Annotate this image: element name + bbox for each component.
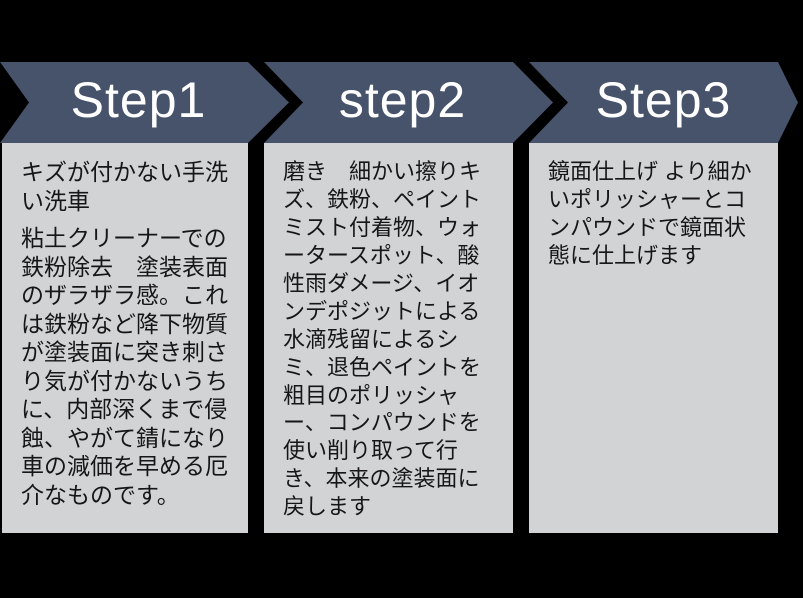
step-1-paragraph: 粘土クリーナーでの鉄粉除去 塗装表面のザラザラ感。これは鉄粉など降下物質が塗装面… xyxy=(21,225,228,508)
step-1-paragraph: キズが付かない手洗い洗車 xyxy=(21,159,228,214)
step-3-label: Step3 xyxy=(595,71,732,128)
step-3-paragraph: 鏡面仕上げ より細かいポリッシャーとコンパウンドで鏡面状態に仕上げます xyxy=(548,159,752,268)
step-2-paragraph: 磨き 細かい擦りキズ、鉄粉、ペイントミスト付着物、ウォータースポット、酸性雨ダメ… xyxy=(283,159,482,520)
step-2-label: step2 xyxy=(338,71,467,128)
step-3-chevron: Step3 xyxy=(529,62,798,143)
step-1-label: Step1 xyxy=(70,71,207,128)
step-2-chevron: step2 xyxy=(264,62,553,143)
step-3-description-box: 鏡面仕上げ より細かいポリッシャーとコンパウンドで鏡面状態に仕上げます xyxy=(529,143,778,533)
step-1-chevron: Step1 xyxy=(0,62,289,143)
step-1-description-box: キズが付かない手洗い洗車 粘土クリーナーでの鉄粉除去 塗装表面のザラザラ感。これ… xyxy=(2,143,248,533)
step-2-description-box: 磨き 細かい擦りキズ、鉄粉、ペイントミスト付着物、ウォータースポット、酸性雨ダメ… xyxy=(264,143,513,533)
